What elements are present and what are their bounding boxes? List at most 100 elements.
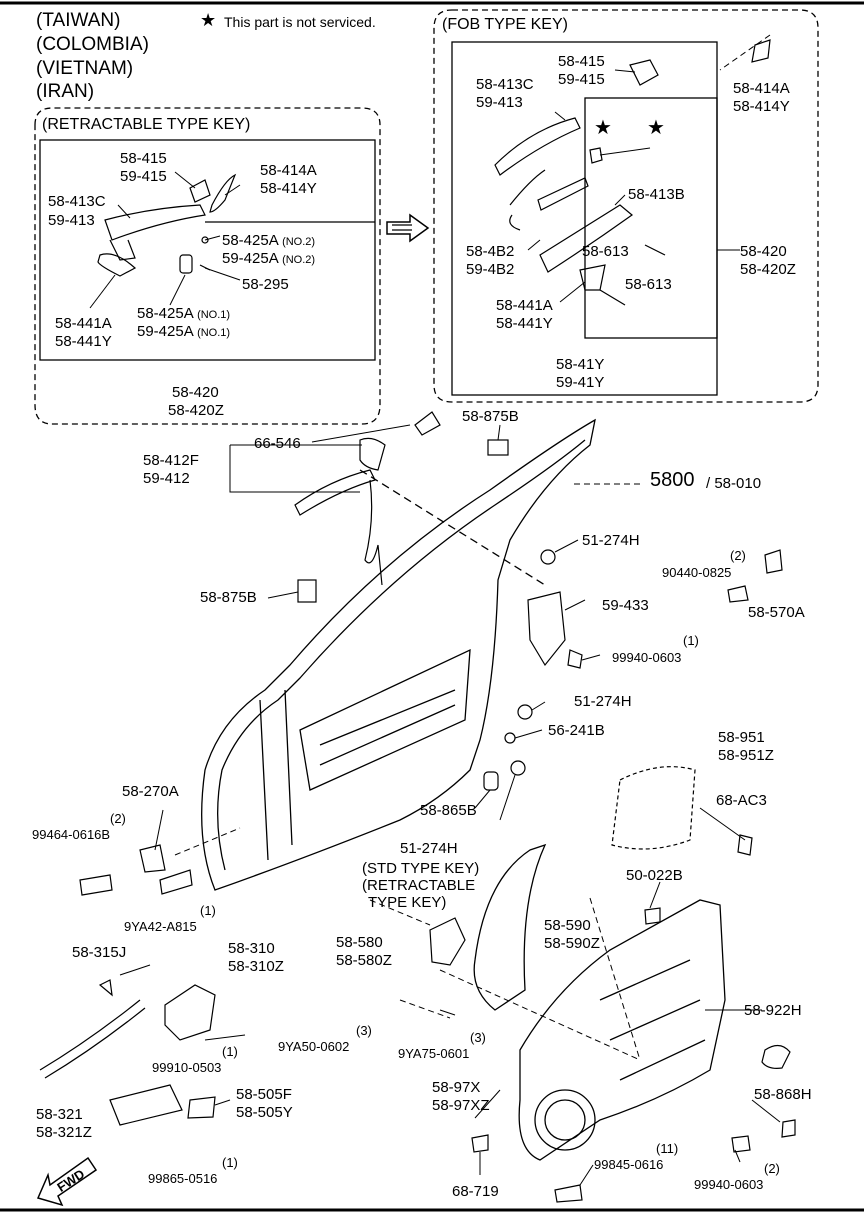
- label-59-433: 59-433: [602, 597, 649, 614]
- label-58-951Z: 58-951Z: [718, 747, 774, 764]
- label-r-58-415: 58-415: [120, 150, 167, 167]
- label-r-58-413C: 58-413C: [48, 193, 106, 210]
- label-9YA50-0602: 9YA50-0602: [278, 1039, 350, 1054]
- label-58-97X: 58-97X: [432, 1079, 481, 1096]
- label-retractable: (RETRACTABLE: [362, 877, 476, 894]
- legend-text: This part is not serviced.: [224, 14, 376, 30]
- window-glass-art: [473, 843, 547, 1011]
- window-motor-art: [429, 917, 466, 966]
- label-r-58-441Y: 58-441Y: [55, 333, 112, 350]
- label-58-310: 58-310: [228, 940, 275, 957]
- label-58-875B-top: 58-875B: [462, 408, 519, 425]
- label-58-321: 58-321: [36, 1106, 83, 1123]
- label-68-719: 68-719: [452, 1183, 499, 1200]
- label-f-58-413B: 58-413B: [628, 186, 685, 203]
- label-qty-2a: (2): [730, 548, 746, 563]
- label-qty-3b: (3): [470, 1030, 486, 1045]
- label-50-022B: 50-022B: [626, 867, 683, 884]
- label-99940-0603-b: 99940-0603: [694, 1177, 764, 1192]
- retractable-box: [34, 107, 381, 425]
- label-58-922H: 58-922H: [744, 1002, 802, 1019]
- star-icon: ★: [200, 10, 217, 30]
- label-59-412: 59-412: [143, 470, 190, 487]
- label-f-58-420Z: 58-420Z: [740, 261, 796, 278]
- label-58-951: 58-951: [718, 729, 765, 746]
- door-module-art: [518, 899, 726, 1161]
- label-f-59-41Y: 59-41Y: [556, 374, 605, 391]
- outer-handle-art: [294, 411, 509, 586]
- label-58-321Z: 58-321Z: [36, 1124, 92, 1141]
- label-90440-0825: 90440-0825: [662, 565, 732, 580]
- region-iran: (IRAN): [36, 81, 95, 102]
- label-r-58-425A-no1: 58-425A (NO.1): [137, 305, 230, 324]
- qty-note: (NO.1): [197, 309, 231, 321]
- transfer-arrow: [386, 213, 430, 243]
- label-qty-1a: (1): [683, 633, 699, 648]
- label-f-58-414Y: 58-414Y: [733, 98, 790, 115]
- label-51-274H-c: 51-274H: [400, 840, 458, 857]
- latch-art: [39, 979, 216, 1126]
- region-colombia: (COLOMBIA): [36, 34, 149, 55]
- label-r-58-414A: 58-414A: [260, 162, 317, 179]
- label-f-58-613-a: 58-613: [582, 243, 629, 260]
- label-f-59-413: 59-413: [476, 94, 523, 111]
- label-f-58-4B2: 58-4B2: [466, 243, 515, 260]
- label-58-590: 58-590: [544, 917, 591, 934]
- label-58-315J: 58-315J: [72, 944, 127, 961]
- label-r-58-441A: 58-441A: [55, 315, 112, 332]
- label-99910-0503: 99910-0503: [152, 1060, 222, 1075]
- label-58-270A: 58-270A: [122, 783, 179, 800]
- label-f-59-4B2: 59-4B2: [466, 261, 515, 278]
- qty-note: (NO.2): [282, 254, 316, 266]
- label-type-key: TYPE KEY): [368, 894, 447, 911]
- label-58-865B: 58-865B: [420, 802, 477, 819]
- label-58-97XZ: 58-97XZ: [432, 1097, 490, 1114]
- label-r-59-413: 59-413: [48, 212, 95, 229]
- label-f-58-441Y: 58-441Y: [496, 315, 553, 332]
- label-66-546: 66-546: [254, 435, 301, 452]
- star-icon-2: ★: [647, 117, 665, 139]
- fob-sub-box: [584, 97, 718, 339]
- label-51-274H-a: 51-274H: [582, 532, 640, 549]
- retractable-title: (RETRACTABLE TYPE KEY): [42, 116, 251, 133]
- label-58-505Y: 58-505Y: [236, 1104, 293, 1121]
- region-taiwan: (TAIWAN): [36, 10, 121, 31]
- label-r-58-295: 58-295: [242, 276, 289, 293]
- label-9YA42-A815: 9YA42-A815: [124, 919, 197, 934]
- label-f-58-415: 58-415: [558, 53, 605, 70]
- label-r-59-415: 59-415: [120, 168, 167, 185]
- qty-note: (NO.1): [197, 327, 231, 339]
- qty-note: (NO.2): [282, 236, 316, 248]
- part-number: 58-425A: [222, 232, 278, 249]
- label-f-58-414A: 58-414A: [733, 80, 790, 97]
- label-f-59-415: 59-415: [558, 71, 605, 88]
- label-r-59-425A-no2: 59-425A (NO.2): [222, 250, 315, 269]
- part-number: 59-425A: [222, 250, 278, 267]
- label-r-58-414Y: 58-414Y: [260, 180, 317, 197]
- label-56-241B: 56-241B: [548, 722, 605, 739]
- label-r-58-420Z: 58-420Z: [168, 402, 224, 419]
- label-51-274H-b: 51-274H: [574, 693, 632, 710]
- label-std-type-key: (STD TYPE KEY): [362, 860, 480, 877]
- retractable-handle-art: [97, 173, 237, 277]
- label-f-58-613-b: 58-613: [625, 276, 672, 293]
- label-58-310Z: 58-310Z: [228, 958, 284, 975]
- region-vietnam: (VIETNAM): [36, 58, 134, 79]
- label-9YA75-0601: 9YA75-0601: [398, 1046, 470, 1061]
- star-icon-1: ★: [594, 117, 612, 139]
- retractable-inner-box: [39, 139, 376, 361]
- part-number: 59-425A: [137, 323, 193, 340]
- fwd-arrow-icon: [36, 1156, 98, 1207]
- label-58-868H: 58-868H: [754, 1086, 812, 1103]
- label-99865-0516: 99865-0516: [148, 1171, 218, 1186]
- label-58-580: 58-580: [336, 934, 383, 951]
- label-58-875B-left: 58-875B: [200, 589, 257, 606]
- label-r-58-420: 58-420: [172, 384, 219, 401]
- label-qty-1d: (1): [222, 1155, 238, 1170]
- fob-box: [433, 9, 819, 403]
- main-leaders: [119, 424, 781, 1186]
- label-qty-11: (11): [656, 1141, 679, 1156]
- label-qty-2b: (2): [110, 811, 126, 826]
